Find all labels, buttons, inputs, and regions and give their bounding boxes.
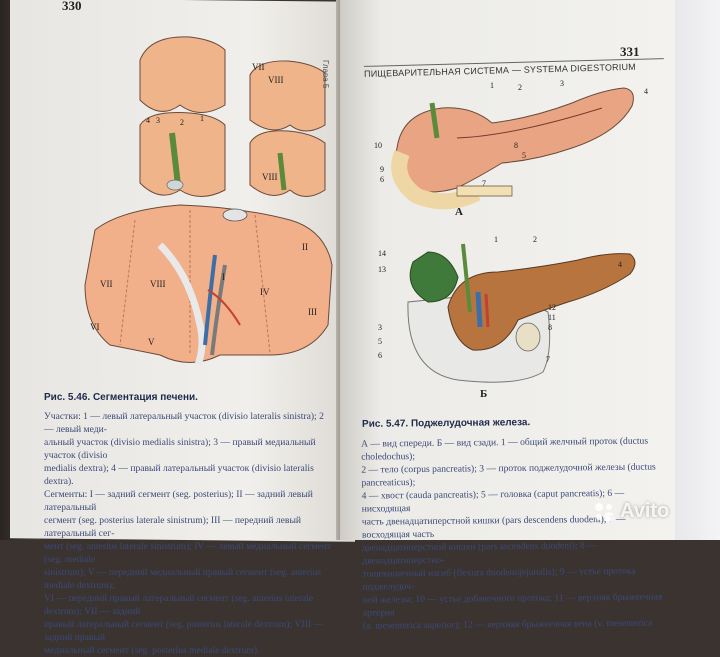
roman-ii-large: II [302,242,308,252]
panel-b-number-8: 8 [548,323,552,332]
panel-b-number-11: 11 [548,313,556,322]
panel-b-number-2: 2 [533,235,537,244]
panel-b-number-14: 14 [378,249,386,258]
left-body-line: мент (seg. anterius laterale sinistrum);… [44,541,332,565]
panel-b-label: Б [480,388,488,400]
left-page-number: 330 [62,0,82,13]
right-body-line: 2 — тело (corpus pancreatis); 3 — проток… [361,461,656,489]
roman-iv-large: IV [260,287,270,297]
panel-a-number-7: 7 [482,179,486,188]
roman-v-large: V [148,337,155,347]
roman-vi-large: VI [90,322,100,332]
liver-diagram-large: VII VIII IV VI V I II III [84,204,333,367]
liver-diagram-top-left: 4 3 2 1 [139,36,226,197]
panel-a-number-4: 4 [644,87,648,96]
panel-a-number-1: 1 [490,81,494,90]
panel-a-number-10: 10 [374,141,382,150]
pancreas-illustration-back: 1 2 3 4 5 6 7 8 11 12 13 14 [378,235,636,383]
right-page-number: 331 [620,44,640,59]
right-figure-caption: Рис. 5.47. Поджелудочная железа. [361,417,531,430]
roman-i-large: I [222,272,225,282]
diagram-number-3: 3 [156,116,160,125]
left-body-line: medialis dextra); 4 — правый латеральный… [44,463,314,487]
pancreas-illustration-front: 1 2 3 4 5 6 7 8 9 10 [374,79,648,210]
liver-segmentation-illustration: 4 3 2 1 VII VIII VIII VII VIII I [84,36,333,367]
left-body-line: Сегменты: I — задний сегмент (seg. poste… [44,489,313,513]
panel-b-number-3: 3 [378,323,382,332]
roman-viii-small: VIII [268,75,284,85]
panel-a-number-3: 3 [560,79,564,88]
left-body-line: Участки: 1 — левый латеральный участок (… [44,411,324,435]
left-body-line: альный участок (divisio medialis sinistr… [44,437,316,461]
diagram-number-2: 2 [180,118,184,127]
panel-b-number-1: 1 [494,235,498,244]
panel-b-number-13: 13 [378,265,386,274]
left-figure-caption: Рис. 5.46. Сегментация печени. [44,392,198,403]
left-body-text: Участки: 1 — левый латеральный участок (… [44,410,334,657]
panel-b-number-12: 12 [548,303,556,312]
right-body-line: тощекишечный изгиб (flexura duodenojejun… [362,565,636,593]
left-body-line: sinistrum); V — передний медиальный прав… [44,567,322,591]
panel-b-number-4: 4 [618,260,622,269]
panel-a-number-6: 6 [380,175,384,184]
avito-watermark: Avito [620,500,670,522]
left-body-line: сегмент (seg. posterius laterale sinistr… [44,515,302,539]
roman-iii-large: III [308,307,317,317]
right-body-line: двенадцатиперстной кишки (pars ascendens… [362,540,597,567]
left-body-line: VI — передний правый латеральный сегмент… [44,593,314,617]
avito-logo-icon [595,503,614,522]
right-body-line: ной железы; 10 — устье добавочного прото… [362,591,663,619]
panel-a-label: А [455,206,463,218]
right-body-line: А — вид спереди. Б — вид сзади. 1 — общи… [360,435,649,463]
panel-b-number-7: 7 [546,355,550,364]
right-body-line: (a. mesenterica superior); 12 — верхняя … [362,617,653,632]
panel-b-number-5: 5 [378,337,382,346]
right-body-text: А — вид спереди. Б — вид сзади. 1 — общи… [361,434,668,632]
diagram-number-1: 1 [200,114,204,123]
roman-vii-small: VII [252,62,265,72]
panel-a-number-5: 5 [522,151,526,160]
panel-a-number-2: 2 [518,83,522,92]
chapter-side-tab: Глава 5 [321,60,330,89]
panel-b-number-6: 6 [378,351,382,360]
diagram-number-4: 4 [146,116,150,125]
panel-a-number-8: 8 [514,141,518,150]
roman-viii-large: VIII [150,279,166,289]
left-body-line: правый латеральный сегмент (seg. posteri… [44,619,324,643]
liver-diagram-top-right: VII VIII VIII [249,60,326,197]
roman-vii-large: VII [100,279,113,289]
left-body-line: медиальный сегмент (seg. posterius media… [44,645,260,656]
panel-a-number-9: 9 [380,165,384,174]
roman-viii-small-2: VIII [262,172,278,182]
